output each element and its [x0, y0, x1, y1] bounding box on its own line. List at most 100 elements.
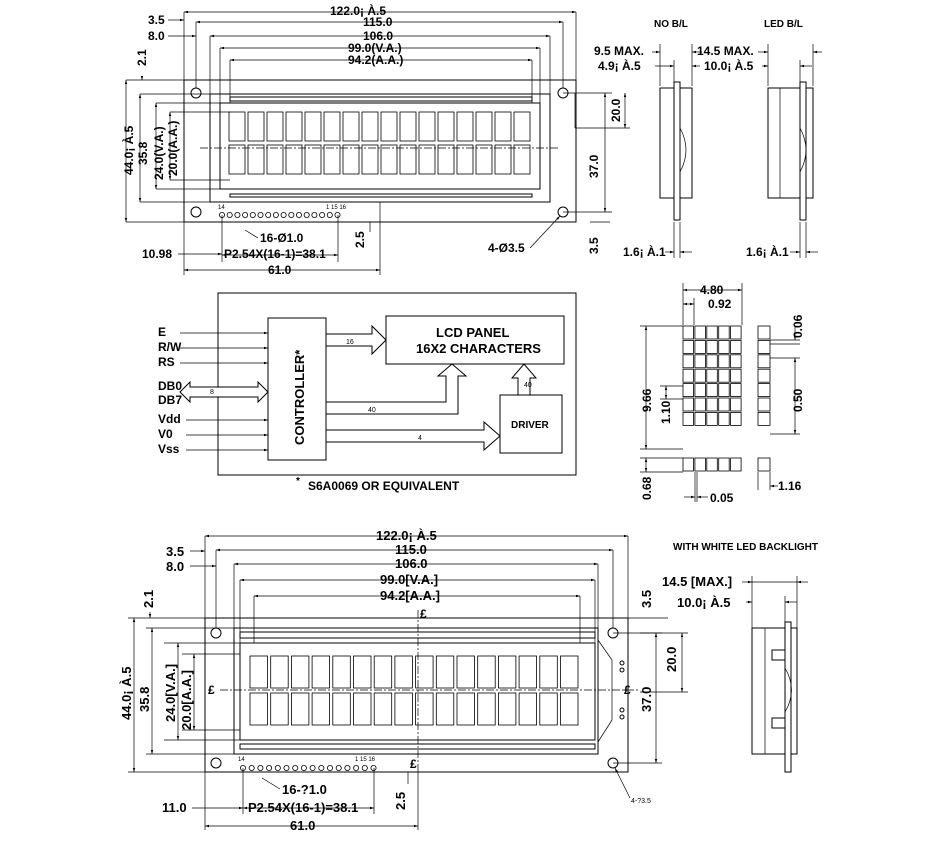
bus-16-arrow — [325, 324, 387, 356]
character-cell — [513, 111, 531, 142]
dim-pin-pitch: P2.54X(16-1)=38.1 — [224, 247, 326, 261]
character-cell — [513, 144, 531, 175]
dim-hole-pitch: 115.0 — [363, 15, 393, 29]
character-cell — [342, 144, 360, 175]
character-cell — [373, 655, 393, 689]
top-front-view: 14 1 15 16 122.0¡ À.5 115.0 106.0 99.0(V… — [121, 3, 630, 277]
dim-0-68: 0.68 — [640, 476, 654, 500]
dot — [718, 325, 730, 340]
dim-pin-pitch: P2.54X(16-1)=38.1 — [248, 800, 358, 815]
dim-bezel-width: 106.0 — [395, 556, 428, 571]
bus-40a-label: 40 — [368, 407, 376, 414]
dim-pin-offset: 11.0 — [162, 800, 187, 815]
block-frame — [217, 292, 577, 476]
data-bus-arrow — [179, 380, 269, 404]
pin-1-label: 1 15 16 — [355, 757, 376, 763]
pin — [309, 765, 316, 772]
lcd-panel-line1: LCD PANEL — [436, 325, 509, 340]
pin — [344, 765, 351, 772]
pin-row — [239, 765, 377, 772]
dot — [757, 383, 771, 398]
footnote-text: S6A0069 OR EQUIVALENT — [308, 479, 460, 493]
character-cell — [456, 655, 475, 689]
dot-matrix — [682, 325, 742, 472]
pin — [318, 765, 325, 772]
pin-row — [218, 211, 341, 218]
pin — [280, 211, 287, 218]
mount-hole — [210, 757, 222, 769]
centerline-mark: £ — [420, 607, 427, 621]
controller-label: CONTROLLER* — [292, 349, 307, 445]
dim-top-2-1: 2.1 — [141, 590, 156, 608]
dim-pin-hole: 16-?1.0 — [282, 782, 327, 797]
character-cell — [247, 144, 265, 175]
dim-aa-width: 94.2(A.A.) — [348, 53, 403, 67]
bus-16-label: 16 — [346, 339, 354, 346]
dot — [757, 457, 771, 472]
character-cell — [435, 655, 455, 689]
dim-aa-height: 20.0[A.A.] — [179, 670, 194, 730]
character-cell — [477, 692, 496, 726]
bus-40a-arrow — [325, 363, 468, 415]
character-cells — [249, 655, 579, 726]
side-view-white-led: WITH WHITE LED BACKLIGHT 14.5 [MAX.] 10.… — [662, 542, 818, 773]
pin — [334, 211, 341, 218]
dim-bezel-height: 35.8 — [136, 141, 150, 165]
character-cell — [290, 655, 310, 689]
white-led-max: 14.5 [MAX.] — [662, 574, 732, 589]
dim-pcb-pin-2-5: 2.5 — [393, 792, 408, 810]
viewing-area — [219, 102, 541, 190]
pin — [295, 211, 302, 218]
dim-overall-width: 122.0¡ À.5 — [376, 528, 437, 543]
character-cell — [249, 655, 268, 689]
dim-9-66: 9.66 — [640, 388, 654, 412]
dim-pin-span: 61.0 — [268, 263, 292, 277]
dot — [694, 383, 706, 398]
character-cell — [270, 692, 289, 726]
dot — [682, 325, 694, 340]
dot — [694, 411, 706, 426]
character-cell — [247, 111, 265, 142]
character-cell — [415, 692, 434, 726]
dot — [706, 383, 718, 398]
character-cell — [437, 144, 455, 175]
dot — [718, 368, 730, 383]
bus-4-arrow — [325, 420, 501, 452]
white-led-title: WITH WHITE LED BACKLIGHT — [673, 542, 818, 553]
pin — [257, 765, 264, 772]
character-cell — [418, 144, 436, 175]
character-cell — [475, 111, 493, 142]
dot — [682, 457, 694, 472]
character-cell — [373, 692, 393, 726]
bus-8-label: 8 — [210, 389, 214, 396]
input-rs: RS — [158, 355, 175, 369]
centerline-mark: £ — [410, 757, 417, 771]
mount-hole — [190, 87, 202, 99]
no-bl-pcb: 1.6¡ À.1 — [623, 244, 666, 259]
bottom-bar — [229, 193, 533, 198]
pin — [242, 211, 249, 218]
dot — [730, 457, 742, 472]
pin — [370, 765, 377, 772]
pin — [257, 211, 264, 218]
dim-pcb-pin-2-5: 2.5 — [353, 231, 367, 248]
pin — [326, 211, 333, 218]
character-cell — [270, 655, 289, 689]
dim-left-3-5: 3.5 — [148, 13, 165, 27]
dim-aa-width: 94.2[A.A.] — [380, 588, 440, 603]
dot — [757, 354, 771, 369]
dot — [718, 383, 730, 398]
dot — [718, 457, 730, 472]
dot — [694, 339, 706, 354]
character-cell — [304, 144, 322, 175]
character-cell — [380, 111, 398, 142]
dim-0-06: 0.06 — [791, 314, 805, 338]
dot — [718, 397, 730, 412]
pin — [361, 765, 368, 772]
dot — [682, 339, 694, 354]
character-cell — [249, 692, 268, 726]
led-bl-max: 14.5 MAX. — [697, 44, 754, 58]
input-v0: V0 — [158, 427, 173, 441]
side-view-no-bl: NO B/L 9.5 MAX. 4.9¡ À.5 1.6¡ À.1 — [594, 19, 702, 259]
character-cell — [311, 692, 331, 726]
